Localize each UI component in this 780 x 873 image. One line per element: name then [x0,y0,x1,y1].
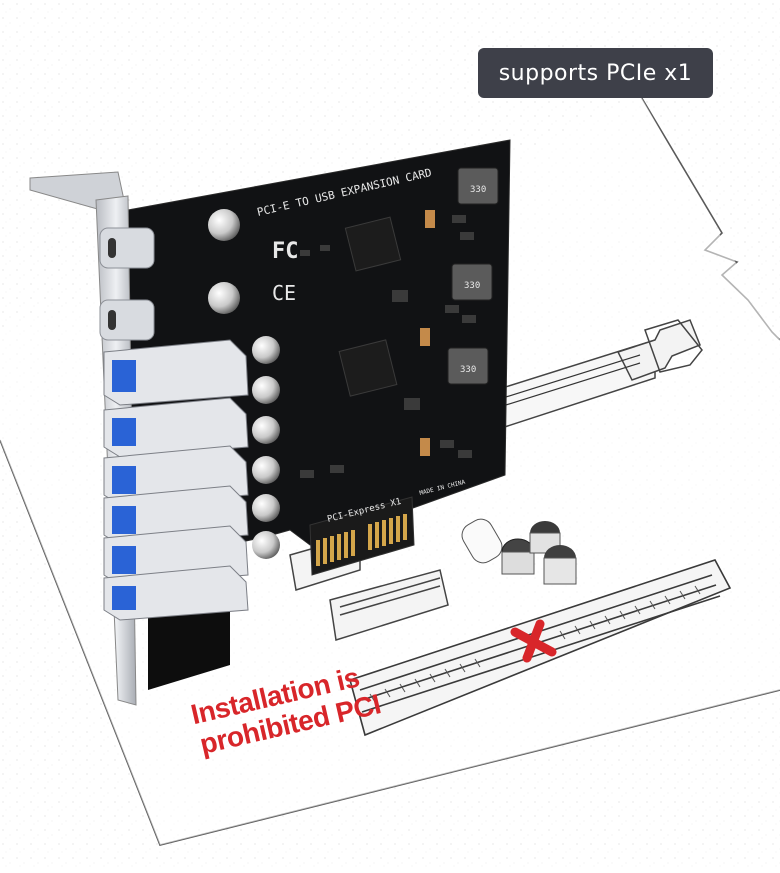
usb-a-port-2 [103,397,249,458]
card-capacitors [208,209,280,559]
inductor-label-1: 330 [470,185,486,195]
inductor-3 [447,347,489,385]
pcie-x1-support-badge: supports PCIe x1 [478,48,713,98]
inductor-2 [451,263,493,301]
usb-c-port-2-opening [108,310,116,330]
inductor-1 [457,167,499,205]
ce-mark: CE [272,281,296,305]
usb-a-port-6 [103,565,249,621]
inductor-label-2: 330 [464,281,480,291]
usb-c-port-1-opening [108,238,116,258]
controller-chip-2 [338,339,398,397]
usb-c-port-2 [99,299,155,341]
motherboard-capacitors [461,518,577,585]
usb-a-port-1 [103,339,249,406]
fcc-mark: FC [272,239,299,264]
inductor-label-3: 330 [460,365,476,375]
usb-a-port-stack [103,339,249,621]
usb-c-port-1 [99,227,155,269]
controller-chip-1 [344,216,402,272]
red-x-mark [510,619,557,663]
